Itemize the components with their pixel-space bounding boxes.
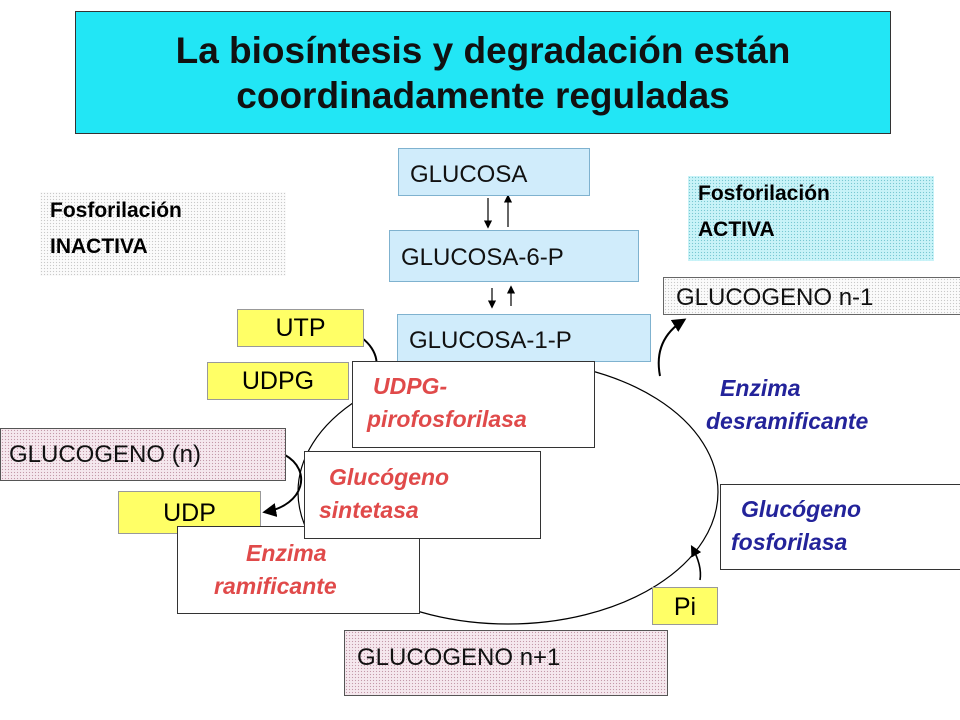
phos-right-line2: ACTIVA [698, 218, 775, 241]
arrow-glucogeno-to-udp [262, 454, 303, 517]
pi-label: Pi [673, 593, 697, 621]
glucogeno-fosforilasa-line2: fosforilasa [731, 529, 848, 555]
utp-label: UTP [275, 314, 326, 342]
udpg-pirofosforilasa-line1: UDPG- [373, 373, 448, 399]
glucosa-1-p-label: GLUCOSA-1-P [409, 327, 572, 354]
glucogeno-sintetasa-line2: sintetasa [319, 497, 419, 523]
phos-left-line2: INACTIVA [50, 235, 148, 258]
enzima-desramificante-line1: Enzima [720, 375, 801, 401]
udpg-label: UDPG [241, 367, 315, 395]
udp-label: UDP [163, 499, 216, 527]
glucogeno-n-minus-1-box: GLUCOGENO n-1 [663, 277, 960, 315]
glucogeno-n-label: GLUCOGENO (n) [9, 441, 202, 468]
glucogeno-n-box: GLUCOGENO (n) [0, 428, 286, 481]
enzima-ramificante-line2: ramificante [214, 573, 337, 599]
glucogeno-fosforilasa-box: Glucógeno fosforilasa [720, 484, 960, 570]
enzima-desramificante-label: Enzima desramificante [704, 372, 960, 446]
phosphorylation-active-label: Fosforilación ACTIVA [688, 176, 934, 248]
title-line-2: coordinadamente reguladas [236, 74, 730, 116]
arrow-pi-to-cycle [690, 545, 702, 581]
phos-left-line1: Fosforilación [50, 199, 182, 222]
arrow-to-glucogeno-n-1 [657, 318, 687, 377]
utp-box: UTP [237, 309, 364, 347]
phosphorylation-inactive-box: Fosforilación INACTIVA [40, 192, 286, 276]
phos-right-line1: Fosforilación [698, 182, 830, 205]
udpg-pirofosforilasa-box: UDPG- pirofosforilasa [352, 361, 595, 448]
glucogeno-sintetasa-line1: Glucógeno [329, 464, 450, 490]
glucogeno-n-plus-1-box: GLUCOGENO n+1 [344, 630, 668, 696]
title-line-1: La biosíntesis y degradación están [175, 29, 791, 71]
glucosa-box: GLUCOSA [398, 148, 590, 196]
enzima-ramificante-line1: Enzima [246, 540, 327, 566]
glucogeno-n-plus-1-label: GLUCOGENO n+1 [357, 644, 561, 671]
glucosa-6-p-label: GLUCOSA-6-P [401, 244, 564, 271]
udpg-pirofosforilasa-line2: pirofosforilasa [367, 406, 527, 432]
enzima-ramificante-box: Enzima ramificante [177, 526, 420, 614]
glucosa-label: GLUCOSA [410, 161, 528, 188]
glucogeno-sintetasa-box: Glucógeno sintetasa [304, 451, 541, 539]
glucosa-1-p-box: GLUCOSA-1-P [397, 314, 651, 362]
phosphorylation-inactive-label: Fosforilación INACTIVA [40, 192, 286, 265]
glucosa-6-p-box: GLUCOSA-6-P [389, 230, 639, 282]
glucogeno-fosforilasa-line1: Glucógeno [741, 496, 862, 522]
phosphorylation-active-box: Fosforilación ACTIVA [688, 176, 934, 261]
glucogeno-n-minus-1-label: GLUCOGENO n-1 [676, 284, 874, 311]
page-title: La biosíntesis y degradación están coord… [75, 11, 891, 134]
udpg-box: UDPG [207, 362, 349, 400]
pi-box: Pi [652, 587, 718, 625]
enzima-desramificante-line2: desramificante [706, 408, 869, 434]
